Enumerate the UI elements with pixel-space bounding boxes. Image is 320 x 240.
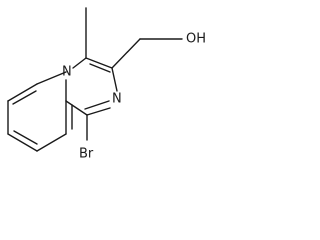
- bond-c4-c3: [36, 133, 67, 152]
- bond-n3-c8a-double: [84, 100, 110, 110]
- bond-c7-c6-double: [12, 90, 37, 105]
- pyridine-ring: [7, 71, 73, 152]
- atom-n-ring: N: [112, 92, 122, 107]
- bond-c3-c2-double: [89, 63, 111, 73]
- bond-n3-c8a: [86, 107, 111, 116]
- bond-n1-c3: [72, 57, 87, 69]
- atom-n-bridge: N: [62, 65, 72, 80]
- structure-canvas: N N OH Br: [7, 7, 206, 162]
- bond-c5-c4-double: [13, 130, 38, 145]
- bond-c2-n3: [111, 67, 118, 92]
- atom-bromine: Br: [79, 147, 94, 162]
- bond-c8a-link: [65, 100, 88, 116]
- molecule-drawing: N N OH Br: [7, 7, 206, 162]
- bond-c5-c4: [7, 133, 38, 152]
- bond-c2-ch2: [111, 38, 141, 69]
- bond-c3-c2: [85, 57, 113, 69]
- atom-hydroxyl: OH: [186, 32, 206, 47]
- imidazole-ring: [65, 57, 118, 116]
- bond-n1-c7: [36, 71, 67, 85]
- bond-c7-c6: [7, 83, 38, 102]
